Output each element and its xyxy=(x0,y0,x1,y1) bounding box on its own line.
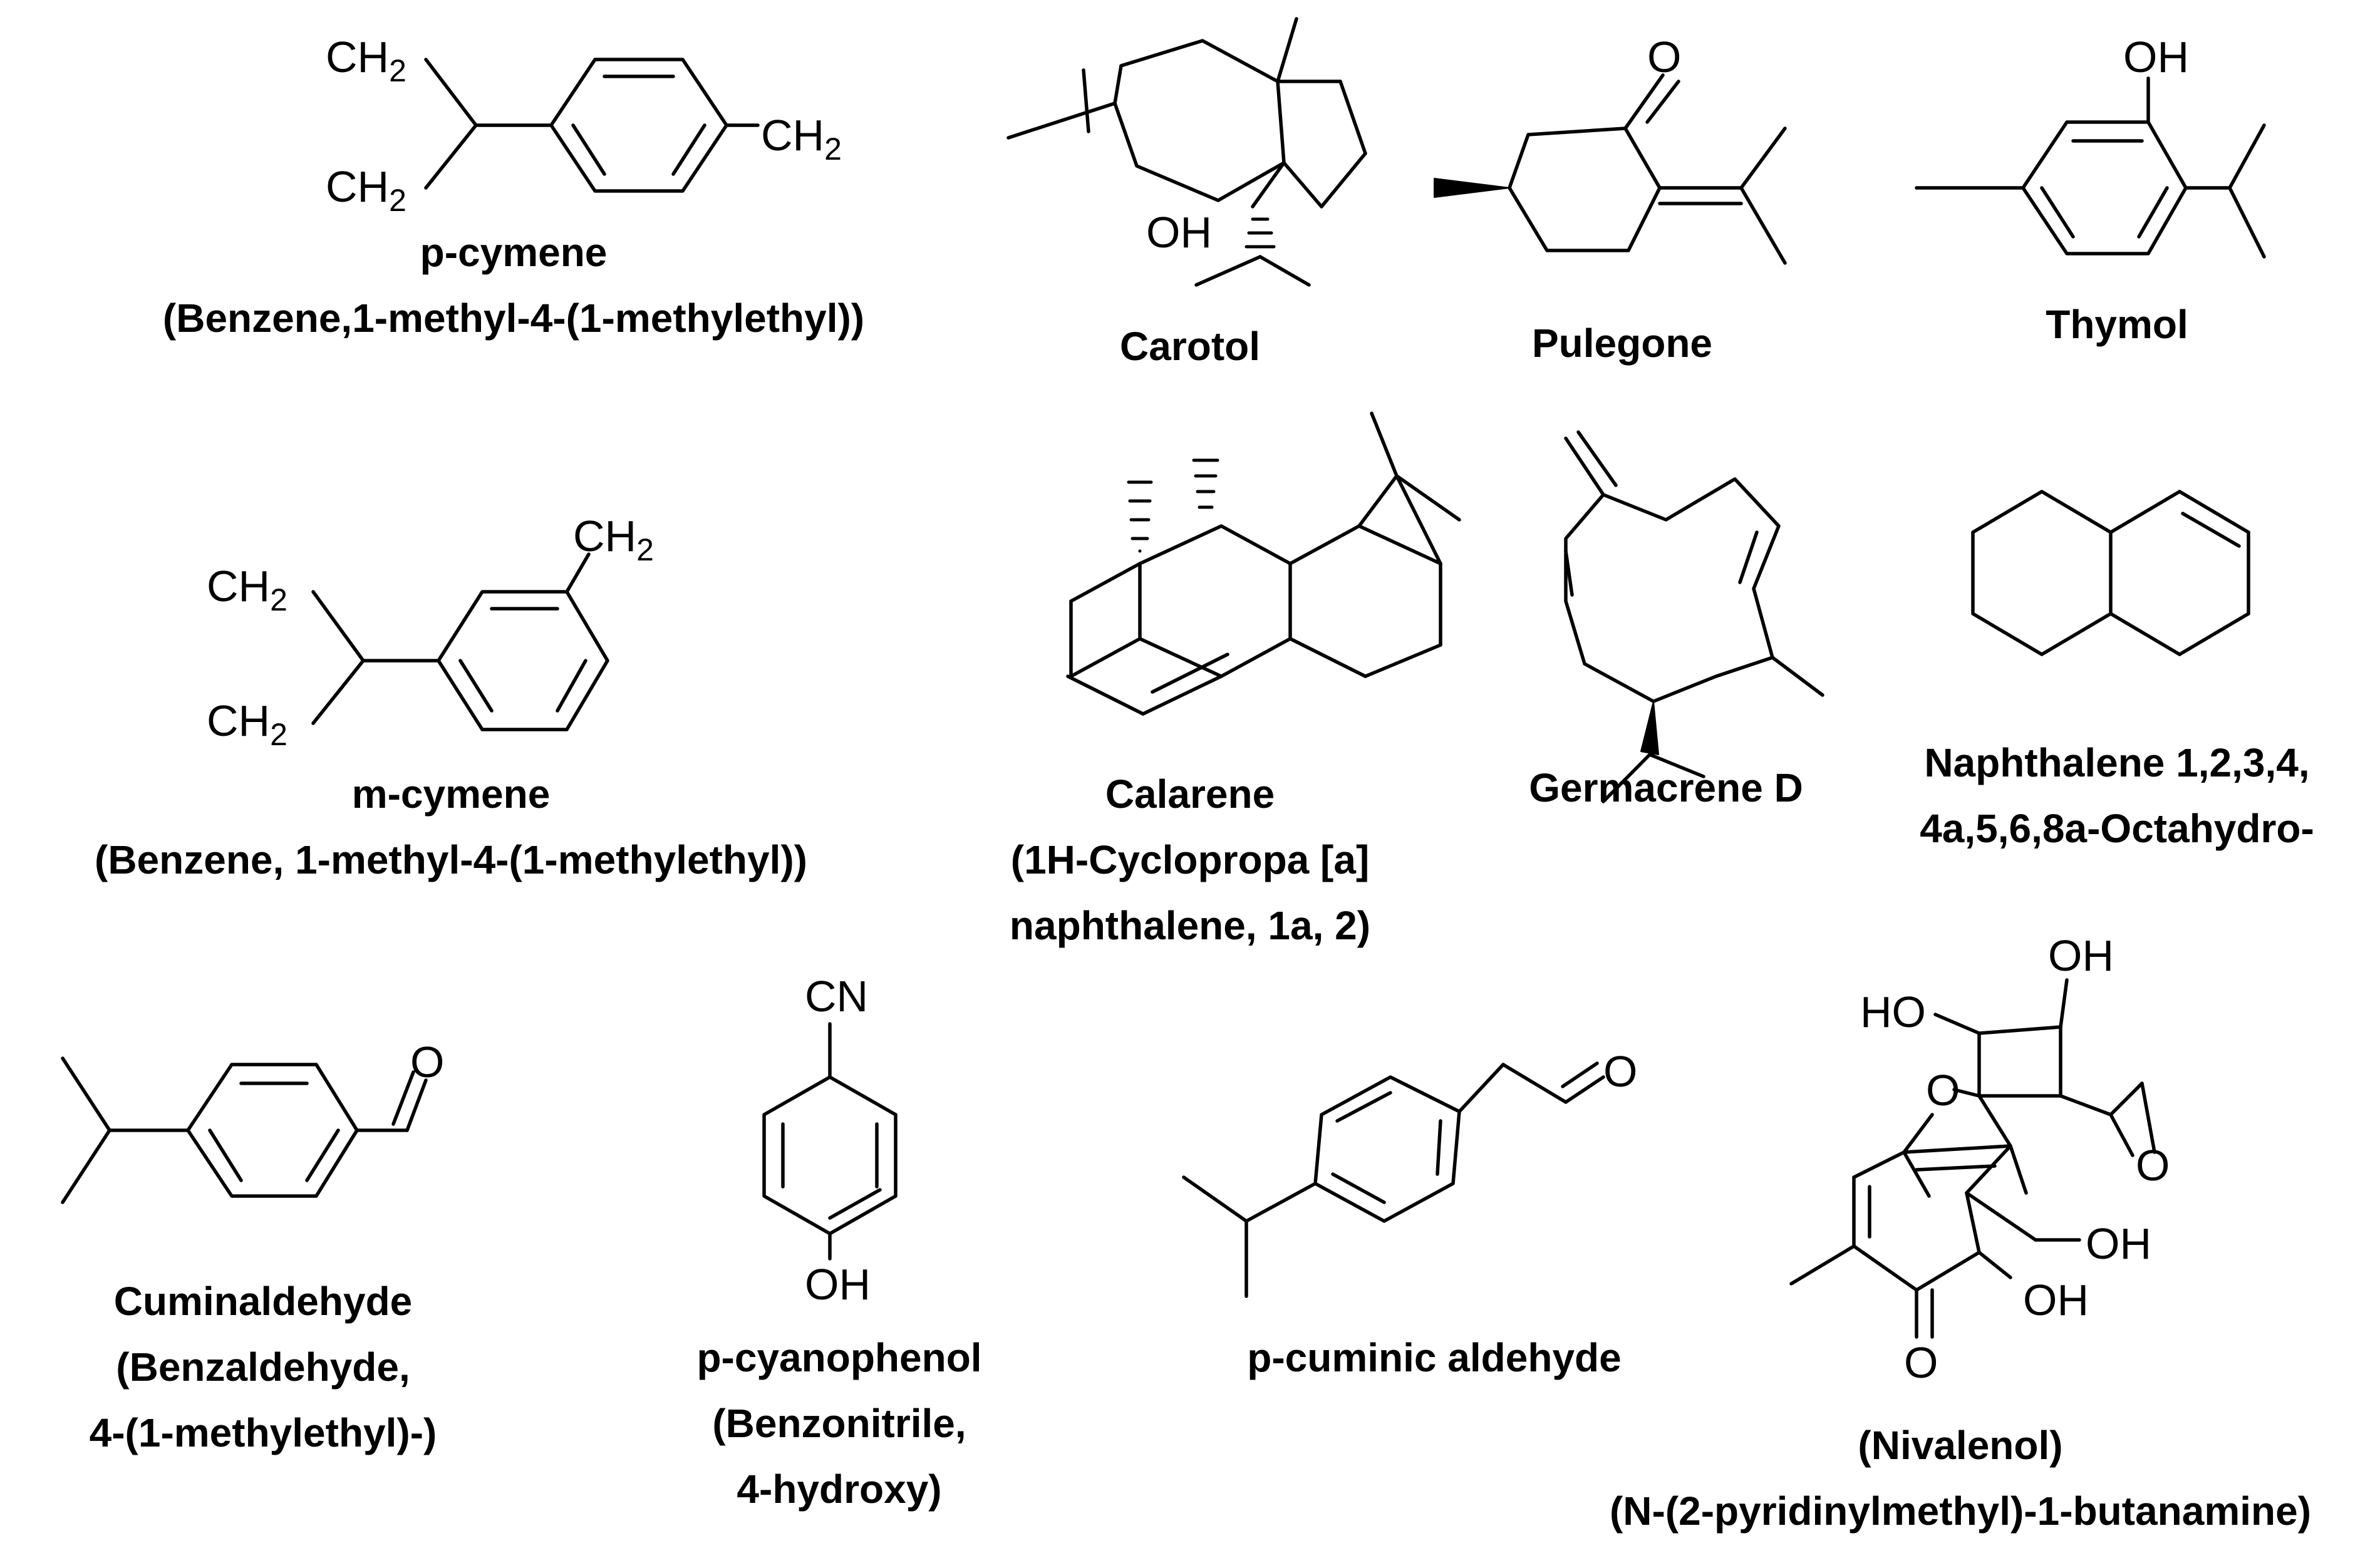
structure-carotol: OH Carotol xyxy=(1006,17,1367,369)
caption-line-1: Thymol xyxy=(2046,302,2188,347)
structure-calarene: Calarene (1H-Cyclopropa [a] naphthalene,… xyxy=(1010,411,1461,948)
caption-line-1: p-cuminic aldehyde xyxy=(1247,1335,1621,1380)
atom-ch2-right: CH2 xyxy=(761,111,842,167)
caption-line-2: 4a,5,6,8a-Octahydro- xyxy=(1920,806,2314,851)
caption-line-1: (Nivalenol) xyxy=(1858,1423,2062,1468)
atom-ch2-bottom: CH2 xyxy=(207,696,287,752)
atom-ch2-top: CH2 xyxy=(326,33,406,88)
caption-line-3: 4-hydroxy) xyxy=(737,1467,941,1512)
caption-line-1: Germacrene D xyxy=(1529,765,1803,810)
structure-thymol: OH Thymol xyxy=(1915,33,2266,347)
atom-oh-top: OH xyxy=(2048,931,2114,980)
structure-p-cuminic-aldehyde: O p-cuminic aldehyde xyxy=(1182,1047,1637,1380)
atom-o: O xyxy=(410,1038,444,1086)
atom-o-keto: O xyxy=(1904,1338,1938,1387)
structure-cuminaldehyde: O Cuminaldehyde (Benzaldehyde, 4-(1-meth… xyxy=(61,1038,444,1455)
atom-cn: CN xyxy=(805,972,868,1021)
caption-line-1: Pulegone xyxy=(1532,321,1712,366)
caption-line-2: (1H-Cyclopropa [a] xyxy=(1011,837,1370,882)
atom-ho: HO xyxy=(1860,988,1926,1036)
caption-line-2: (N-(2-pyridinylmethyl)-1-butanamine) xyxy=(1610,1489,2311,1534)
structure-nivalenol: HO OH O O OH OH O (Niv xyxy=(1610,931,2311,1534)
atom-oh: OH xyxy=(2123,33,2189,81)
atom-ch2-bottom: CH2 xyxy=(326,162,406,218)
atom-o: O xyxy=(1647,33,1681,81)
caption-line-1: Cuminaldehyde xyxy=(114,1279,413,1324)
atom-oh: OH xyxy=(1146,208,1212,257)
caption-line-2: (Benzonitrile, xyxy=(712,1401,966,1446)
caption-line-2: (Benzaldehyde, xyxy=(116,1344,410,1390)
structure-octahydronaphthalene: Naphthalene 1,2,3,4, 4a,5,6,8a-Octahydro… xyxy=(1920,490,2314,851)
structure-germacrene-d: Germacrene D xyxy=(1529,430,1824,810)
atom-o: O xyxy=(1603,1047,1637,1096)
structure-p-cymene: CH2 CH2 CH2 p-cymene (Benzene,1-methyl-4… xyxy=(163,33,864,341)
caption-line-1: Naphthalene 1,2,3,4, xyxy=(1924,740,2309,785)
caption-line-3: naphthalene, 1a, 2) xyxy=(1010,903,1370,948)
atom-oh-mid: OH xyxy=(2023,1276,2089,1324)
atom-oh: OH xyxy=(805,1260,871,1309)
caption-line-2: (Benzene, 1-methyl-4-(1-methylethyl)) xyxy=(95,837,807,882)
caption-line-1: m-cymene xyxy=(352,771,551,817)
structure-pulegone: O Pulegone xyxy=(1434,33,1787,366)
caption-line-2: (Benzene,1-methyl-4-(1-methylethyl)) xyxy=(163,296,864,341)
atom-ch2-right: CH2 xyxy=(573,512,654,567)
caption-line-1: Carotol xyxy=(1120,324,1260,369)
caption-line-1: Calarene xyxy=(1105,771,1275,817)
caption-line-1: p-cyanophenol xyxy=(696,1335,981,1380)
structure-m-cymene: CH2 CH2 CH2 m-cymene (Benzene, 1-methyl-… xyxy=(95,512,807,882)
caption-line-1: p-cymene xyxy=(420,230,608,275)
atom-oh-ch2: OH xyxy=(2086,1219,2151,1268)
atom-ch2-top: CH2 xyxy=(207,562,287,617)
caption-line-3: 4-(1-methylethyl)-) xyxy=(90,1410,437,1455)
structure-p-cyanophenol: CN OH p-cyanophenol (Benzonitrile, 4-hyd… xyxy=(696,972,981,1512)
